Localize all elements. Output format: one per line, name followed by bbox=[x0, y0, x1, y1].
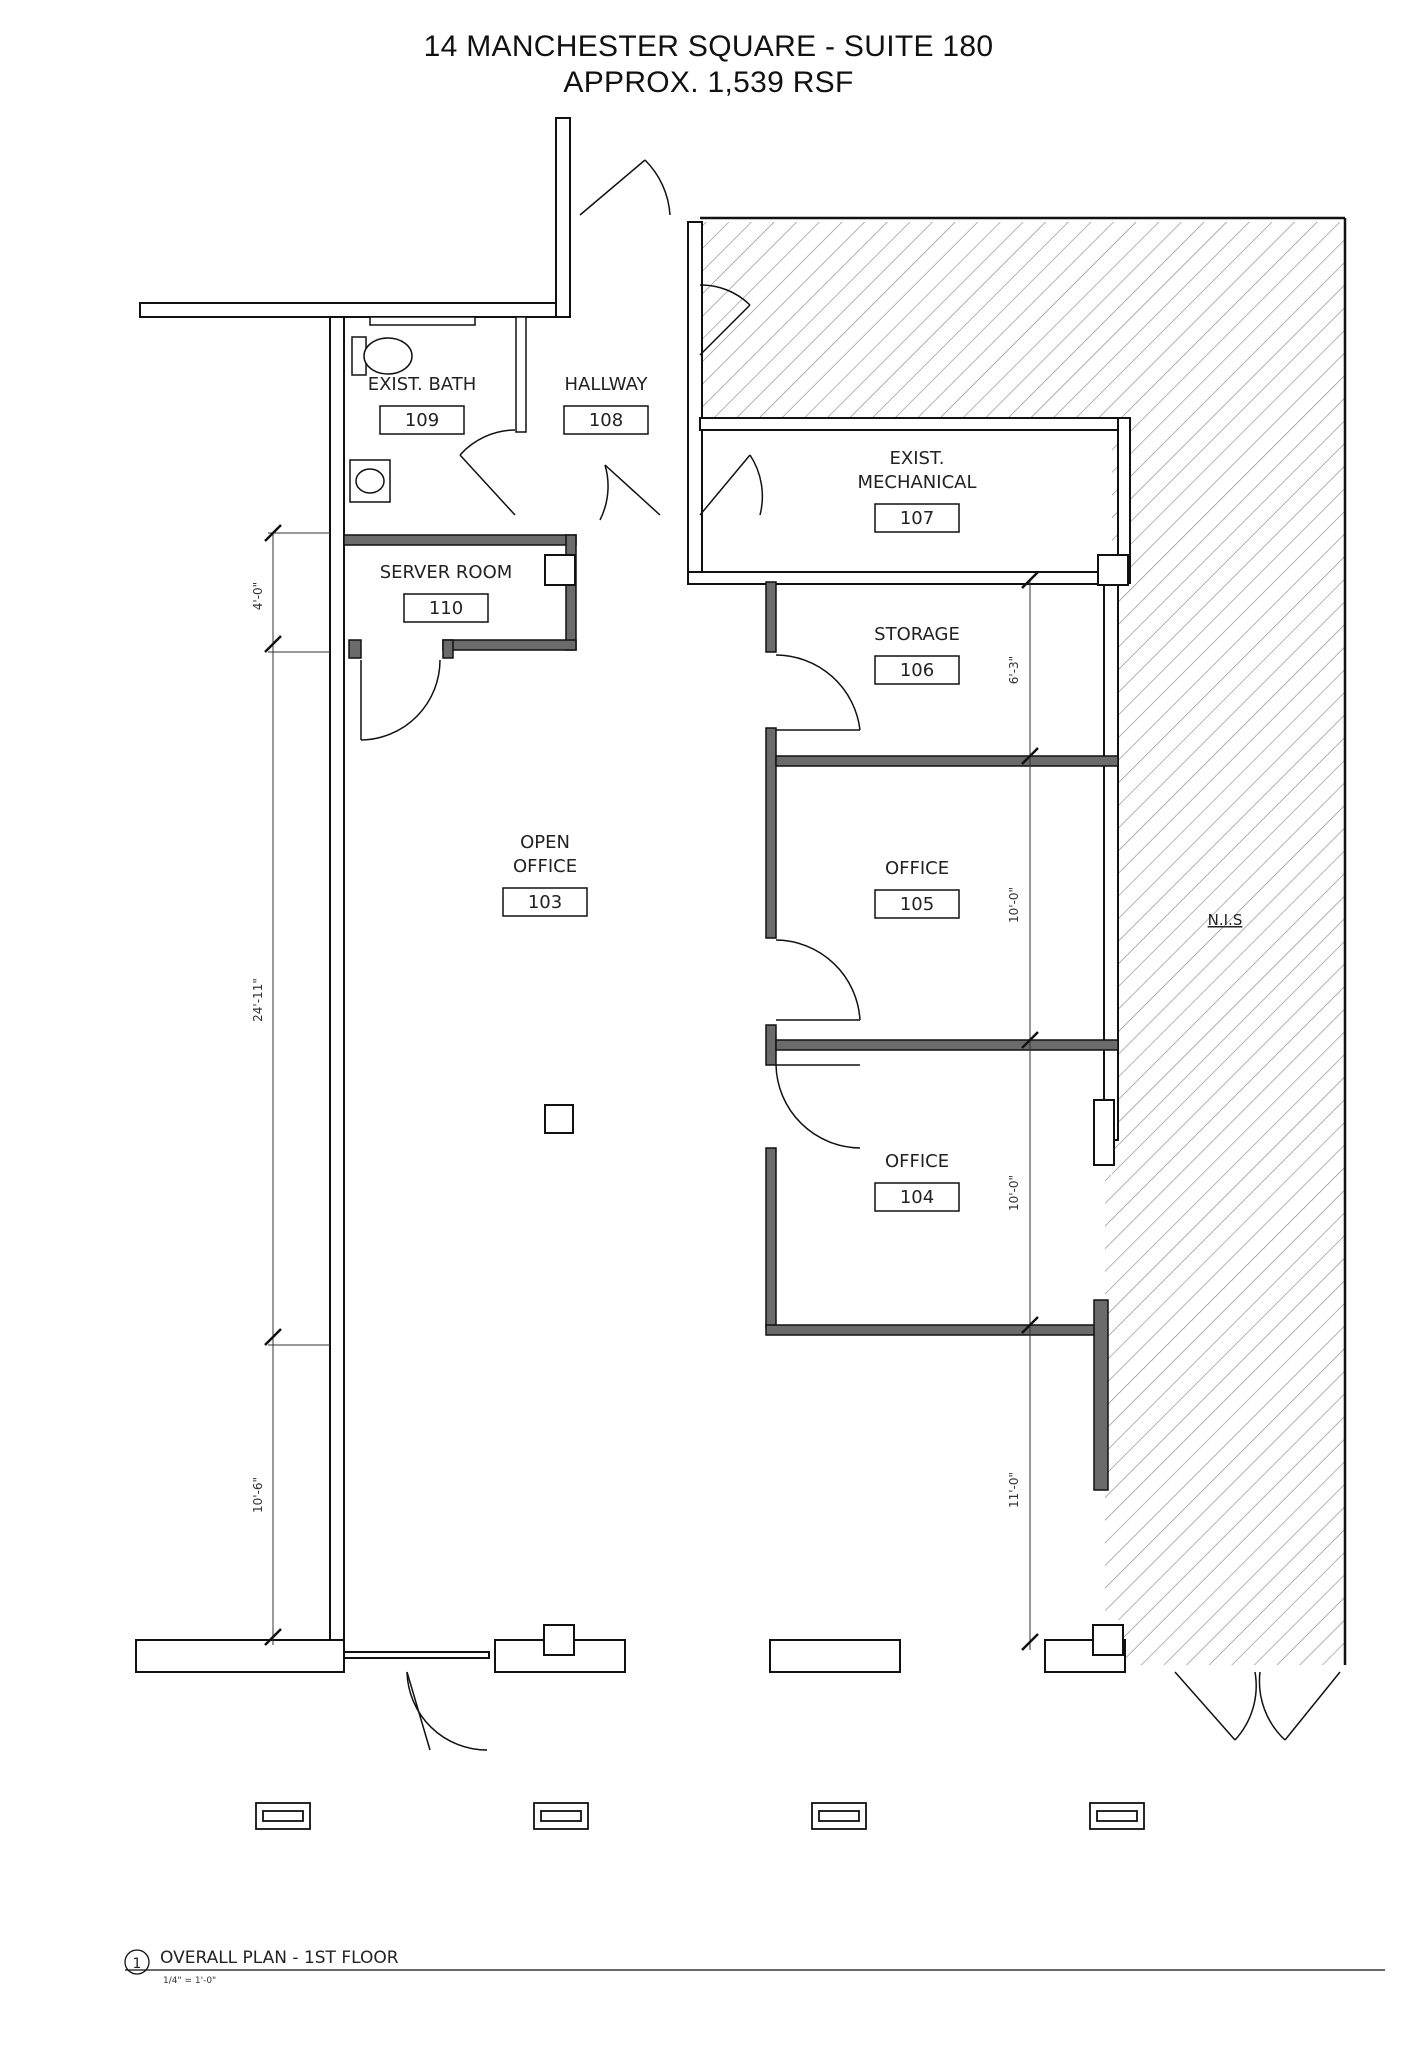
room-number-box bbox=[379, 405, 465, 435]
grab-bar bbox=[369, 316, 476, 326]
room-number-box bbox=[403, 593, 489, 623]
room-label-110: SERVER ROOM 110 bbox=[380, 562, 513, 623]
room-name: MECHANICAL bbox=[857, 472, 976, 493]
dimension-label: 10'-6" bbox=[251, 1477, 265, 1513]
view-title: OVERALL PLAN - 1ST FLOOR bbox=[160, 1948, 399, 1968]
room-number-box bbox=[874, 889, 960, 919]
room-number: 106 bbox=[900, 660, 934, 681]
room-name: SERVER ROOM bbox=[380, 562, 513, 583]
room-number-box bbox=[563, 405, 649, 435]
room-name: OFFICE bbox=[885, 858, 949, 879]
room-number: 109 bbox=[405, 410, 439, 431]
dimension-label: 4'-0" bbox=[251, 582, 265, 610]
structural-columns bbox=[543, 554, 1129, 1656]
dimension-label: 24'-11" bbox=[251, 978, 265, 1022]
room-name: STORAGE bbox=[874, 624, 960, 645]
room-number-box bbox=[874, 1182, 960, 1212]
toilet-icon bbox=[351, 336, 413, 376]
exterior-fixtures bbox=[255, 1802, 1145, 1830]
view-number: 1 bbox=[133, 1956, 142, 1972]
interior-partitions bbox=[343, 534, 1119, 1491]
view-scale: 1/4" = 1'-0" bbox=[163, 1976, 216, 1986]
room-label-108: HALLWAY 108 bbox=[563, 374, 649, 435]
nis-area bbox=[700, 216, 1347, 1665]
room-name: EXIST. BATH bbox=[368, 374, 477, 395]
room-label-109: EXIST. BATH 109 bbox=[368, 374, 477, 435]
room-number: 108 bbox=[589, 410, 623, 431]
bath-wall bbox=[515, 316, 527, 433]
exterior-walls bbox=[135, 117, 1131, 1673]
sink-icon bbox=[349, 459, 391, 503]
dimension-label: 10'-0" bbox=[1007, 1175, 1021, 1211]
view-number-bubble bbox=[124, 1949, 150, 1975]
door-swings bbox=[360, 159, 1341, 1751]
room-number: 107 bbox=[900, 508, 934, 529]
room-name: HALLWAY bbox=[565, 374, 649, 395]
room-number-box bbox=[874, 503, 960, 533]
plan-title: 14 MANCHESTER SQUARE - SUITE 180 bbox=[423, 30, 994, 63]
dimension-label: 6'-3" bbox=[1007, 656, 1021, 684]
dimension-label: 11'-0" bbox=[1007, 1472, 1021, 1508]
room-number: 104 bbox=[900, 1187, 934, 1208]
room-number: 103 bbox=[528, 892, 562, 913]
room-number-box bbox=[502, 887, 588, 917]
room-label-104: OFFICE 104 bbox=[874, 1151, 960, 1212]
room-name: OFFICE bbox=[513, 856, 577, 877]
dimension-ticks bbox=[264, 524, 1039, 1651]
plan-area-subtitle: APPROX. 1,539 RSF bbox=[563, 66, 854, 99]
nis-label: N.I.S bbox=[1208, 911, 1243, 929]
room-number: 110 bbox=[429, 598, 463, 619]
dimension-lines bbox=[268, 532, 1031, 1650]
room-name: EXIST. bbox=[889, 448, 944, 469]
room-label-106: STORAGE 106 bbox=[874, 624, 960, 685]
room-number-box bbox=[874, 655, 960, 685]
room-label-105: OFFICE 105 bbox=[874, 858, 960, 919]
room-label-103: OPEN OFFICE 103 bbox=[502, 832, 588, 917]
room-label-107: EXIST. MECHANICAL 107 bbox=[857, 448, 977, 533]
room-number: 105 bbox=[900, 894, 934, 915]
room-name: OFFICE bbox=[885, 1151, 949, 1172]
dimension-label: 10'-0" bbox=[1007, 887, 1021, 923]
room-name: OPEN bbox=[520, 832, 570, 853]
